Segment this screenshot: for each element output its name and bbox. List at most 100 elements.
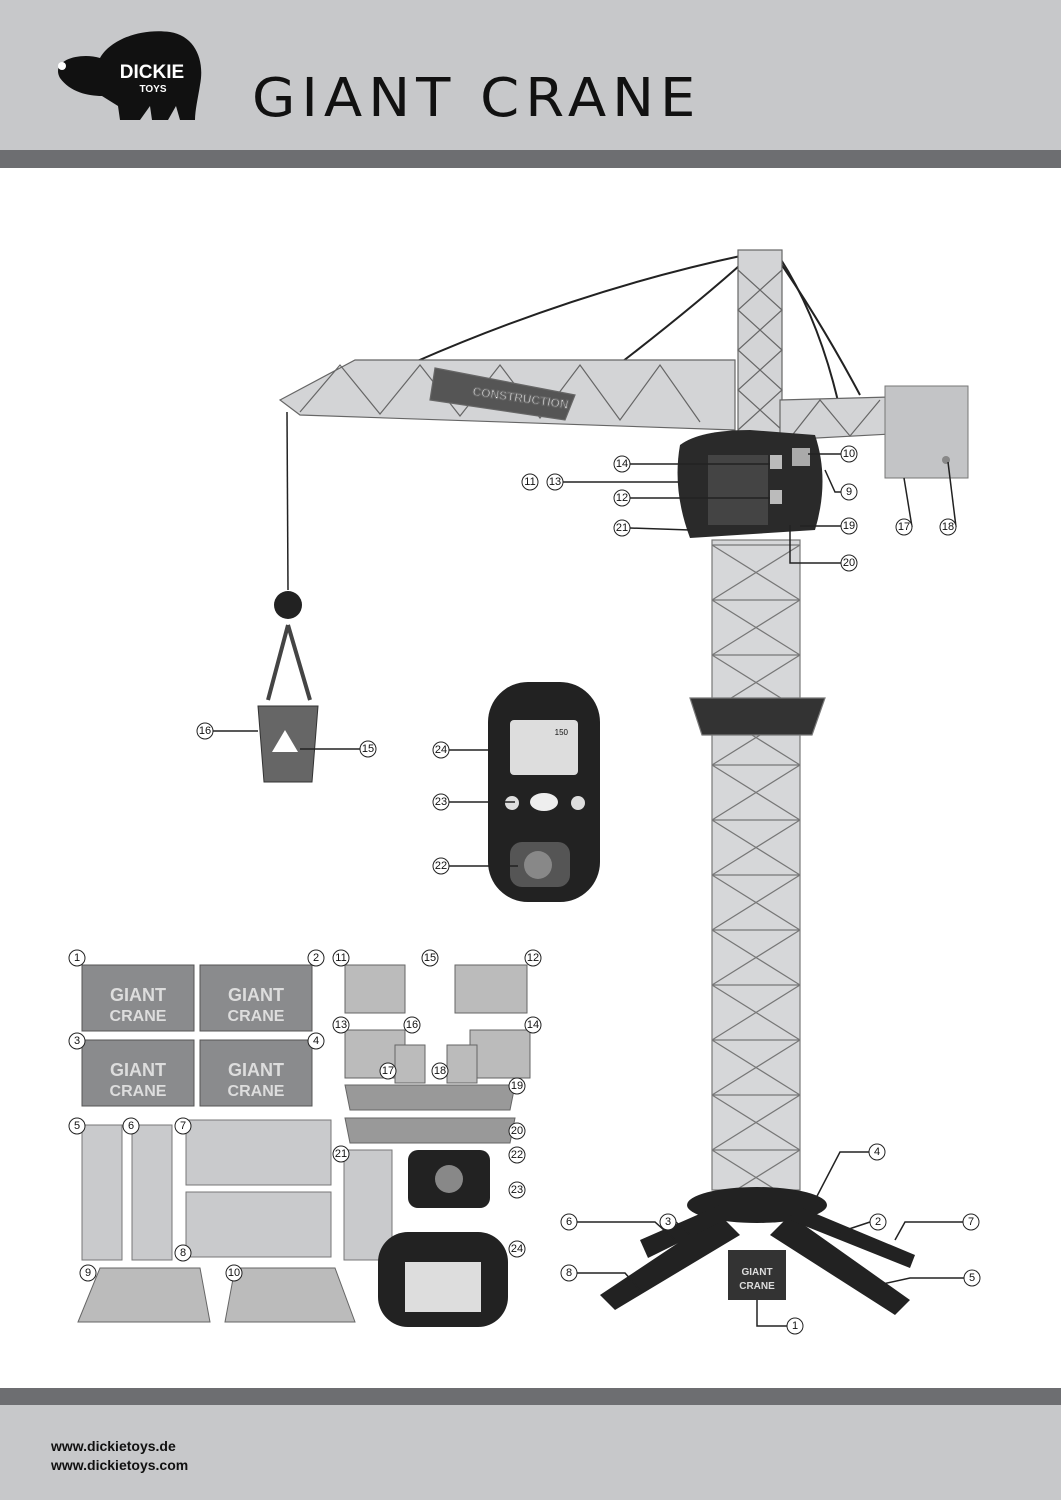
sticker-control-panel <box>469 1029 531 1079</box>
leader-lines <box>213 453 964 1327</box>
leader-line <box>824 469 841 493</box>
dickie-toys-logo: DICKIE TOYS <box>58 31 202 120</box>
callout-number: 19 <box>508 1077 526 1095</box>
sticker-control-panel <box>344 964 406 1014</box>
sticker-vent <box>224 1267 356 1323</box>
crane-jib: CONSTRUCTION <box>278 359 966 441</box>
svg-text:GIANT: GIANT <box>110 985 166 1005</box>
svg-text:3: 3 <box>665 1216 671 1228</box>
svg-text:24: 24 <box>435 744 447 756</box>
callout-number: 2 <box>307 949 325 967</box>
callout-number: 3 <box>659 1213 677 1231</box>
callout-number: 10 <box>225 1264 243 1282</box>
callout-number: 12 <box>613 489 631 507</box>
callout-number: 8 <box>174 1244 192 1262</box>
svg-text:7: 7 <box>180 1120 186 1132</box>
callout-number: 4 <box>868 1143 886 1161</box>
svg-text:4: 4 <box>313 1035 319 1047</box>
callout-number: 11 <box>332 949 350 967</box>
svg-text:GIANT: GIANT <box>110 1060 166 1080</box>
svg-text:15: 15 <box>424 952 436 964</box>
svg-text:11: 11 <box>335 952 346 964</box>
svg-text:16: 16 <box>199 725 211 737</box>
sticker-panel <box>343 1149 393 1261</box>
leader-line <box>577 1272 641 1291</box>
svg-text:5: 5 <box>74 1120 80 1132</box>
leader-line <box>675 1221 691 1236</box>
callout-number: 22 <box>508 1146 526 1164</box>
svg-text:GIANT: GIANT <box>741 1267 772 1278</box>
sticker-giant-crane: GIANT CRANE <box>81 964 195 1032</box>
callout-number: 5 <box>963 1269 981 1287</box>
callout-number: 18 <box>939 518 957 536</box>
header-divider <box>0 150 1061 168</box>
svg-text:CRANE: CRANE <box>110 1083 167 1100</box>
leader-line <box>839 1221 871 1233</box>
callout-number: 17 <box>379 1062 397 1080</box>
svg-text:7: 7 <box>968 1216 974 1228</box>
crane-tower <box>689 539 826 1206</box>
callout-number: 16 <box>403 1016 421 1034</box>
svg-text:17: 17 <box>382 1065 394 1077</box>
svg-text:8: 8 <box>566 1267 572 1279</box>
page-title: GIANT CRANE <box>252 67 702 130</box>
svg-text:12: 12 <box>527 952 539 964</box>
callout-number: 16 <box>196 722 214 740</box>
svg-text:1: 1 <box>74 952 80 964</box>
svg-text:23: 23 <box>511 1184 523 1196</box>
svg-text:20: 20 <box>843 557 855 569</box>
leader-line <box>903 477 913 528</box>
sticker-panel <box>131 1124 173 1261</box>
remote-control: 150 <box>488 682 600 902</box>
svg-text:22: 22 <box>435 860 447 872</box>
callout-number: 7 <box>174 1117 192 1135</box>
svg-text:12: 12 <box>616 492 628 504</box>
svg-text:CRANE: CRANE <box>110 1008 167 1025</box>
callout-number: 14 <box>613 455 631 473</box>
leader-line <box>947 461 957 528</box>
sticker-stripe <box>344 1117 516 1144</box>
svg-text:18: 18 <box>942 521 954 533</box>
leader-line <box>577 1221 676 1241</box>
crane-cab <box>677 430 823 538</box>
url-de[interactable]: www.dickietoys.de <box>51 1438 176 1454</box>
svg-text:23: 23 <box>435 796 447 808</box>
sticker-panel <box>185 1119 332 1186</box>
callout-number: 10 <box>840 445 858 463</box>
callout-number: 15 <box>359 740 377 758</box>
callout-number: 3 <box>68 1032 86 1050</box>
callout-number: 13 <box>332 1016 350 1034</box>
sticker-panel <box>185 1191 332 1258</box>
sticker-giant-crane: GIANT CRANE <box>81 1039 195 1107</box>
svg-text:11: 11 <box>524 476 535 488</box>
leader-line <box>789 525 841 564</box>
svg-text:GIANT: GIANT <box>228 1060 284 1080</box>
crane-mast-top <box>737 249 783 441</box>
callout-number: 6 <box>122 1117 140 1135</box>
svg-text:15: 15 <box>362 743 374 755</box>
svg-text:13: 13 <box>549 476 561 488</box>
sticker-vent <box>77 1267 211 1323</box>
svg-text:14: 14 <box>527 1019 539 1031</box>
callout-number: 4 <box>307 1032 325 1050</box>
sticker-control-panel <box>394 1044 426 1084</box>
footer <box>0 1405 1061 1500</box>
callout-number: 5 <box>68 1117 86 1135</box>
svg-text:20: 20 <box>511 1125 523 1137</box>
url-com[interactable]: www.dickietoys.com <box>51 1457 189 1473</box>
callout-number: 15 <box>421 949 439 967</box>
footer-divider <box>0 1388 1061 1405</box>
callout-number: 9 <box>840 483 858 501</box>
callout-number: 2 <box>869 1213 887 1231</box>
svg-text:22: 22 <box>511 1149 523 1161</box>
sticker-giant-crane: GIANT CRANE <box>199 1039 313 1107</box>
callout-number: 14 <box>524 1016 542 1034</box>
callout-number: 9 <box>79 1264 97 1282</box>
leader-line <box>877 1277 964 1286</box>
svg-text:150: 150 <box>555 728 569 737</box>
leader-line <box>756 1300 787 1327</box>
sticker-control-panel <box>446 1044 478 1084</box>
svg-text:CRANE: CRANE <box>228 1083 285 1100</box>
